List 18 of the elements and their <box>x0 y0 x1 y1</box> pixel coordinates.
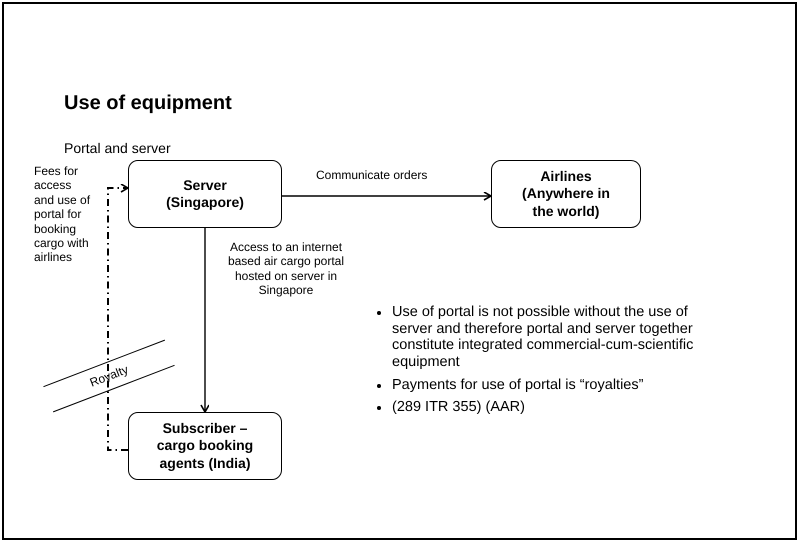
arrow <box>282 191 492 201</box>
box-label: Server (Singapore) <box>165 176 245 212</box>
edge-label: Communicate orders <box>316 168 428 182</box>
edge-label: Access to an internet based air cargo portal hosted on server in Singapore <box>226 240 346 298</box>
rounded-box <box>128 160 282 228</box>
bullet-text: Use of portal is not possible without the use of server and therefore portal and server together constitute integrated commercial-cum-scientific equipment <box>392 304 694 371</box>
bullet-text: Payments for use of portal is “royalties” <box>392 376 644 394</box>
arrow <box>107 183 129 451</box>
royalty-label: Royalty <box>43 340 175 412</box>
rounded-box <box>491 160 641 228</box>
arrow <box>200 228 210 413</box>
bullet-text: (289 ITR 355) (AAR) <box>392 399 525 416</box>
rounded-box <box>128 412 282 480</box>
subtitle: Portal and server <box>64 140 171 156</box>
edge-label: Fees for access and use of portal for booking cargo with airlines <box>34 164 92 265</box>
box-label: Subscriber – cargo booking agents (India) <box>156 420 254 472</box>
slide-title: Use of equipment <box>64 92 232 115</box>
box-label: Airlines (Anywhere in the world) <box>521 168 611 220</box>
